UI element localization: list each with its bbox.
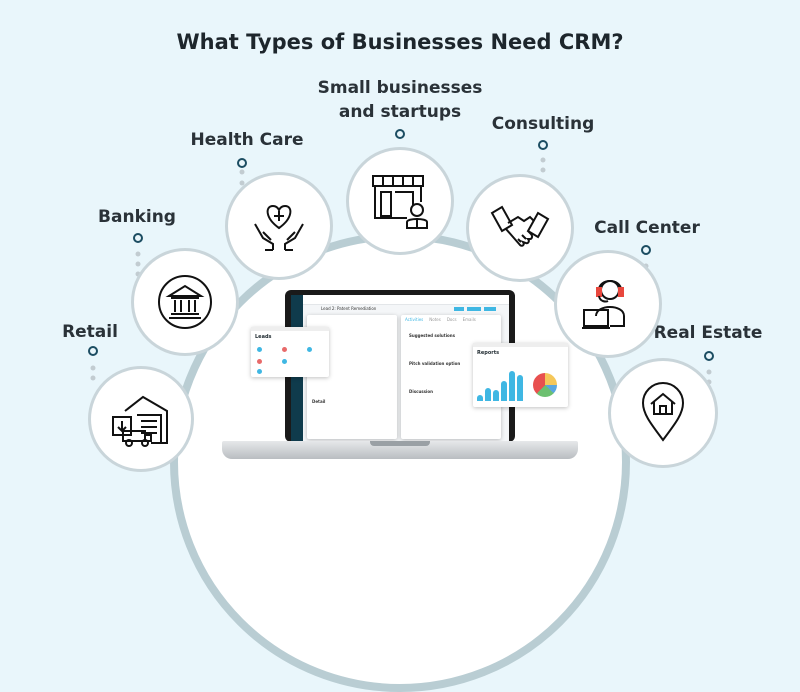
- marker-ring: [88, 346, 98, 356]
- app-topbar: [303, 295, 509, 305]
- marker-ring: [133, 233, 143, 243]
- tab[interactable]: Notes: [429, 317, 441, 322]
- activity-item: Suggested solutions: [409, 333, 456, 338]
- small-business-circle: [346, 147, 454, 255]
- reports-pie-chart: [533, 373, 557, 397]
- activity-tabs[interactable]: Activities Notes Docs Emails: [405, 317, 476, 322]
- activity-item: Pitch validation option: [409, 361, 461, 366]
- handshake-icon: [490, 205, 550, 247]
- laptop-notch: [370, 441, 430, 446]
- label-real-estate: Real Estate: [653, 323, 763, 343]
- leads-panel: Leads: [251, 327, 329, 377]
- heart-hands-icon: [254, 204, 304, 251]
- label-health-care: Health Care: [190, 130, 304, 150]
- laptop-base: [222, 441, 578, 459]
- tab[interactable]: Docs: [446, 317, 457, 322]
- page-title: What Types of Businesses Need CRM?: [176, 30, 624, 54]
- storefront-person-icon: [372, 175, 428, 229]
- reports-bar-chart: [477, 363, 523, 401]
- connector-dot: [90, 375, 96, 381]
- marker-ring: [538, 140, 548, 150]
- connector-dot: [540, 157, 546, 163]
- marker-ring: [237, 158, 247, 168]
- health-care-circle: [225, 172, 333, 280]
- reports-title: Reports: [477, 350, 500, 356]
- house-pin-icon: [641, 382, 685, 442]
- label-consulting: Consulting: [491, 114, 595, 134]
- label-line: Small businesses: [317, 78, 483, 98]
- tab[interactable]: Activities: [405, 317, 424, 322]
- label-banking: Banking: [98, 207, 176, 227]
- connector-dot: [135, 261, 141, 267]
- marker-ring: [641, 245, 651, 255]
- warehouse-truck-icon: [112, 395, 168, 447]
- reports-panel: Reports: [473, 343, 568, 407]
- real-estate-circle: [608, 358, 718, 468]
- connector-dot: [239, 180, 245, 186]
- chart-bar: [485, 388, 491, 401]
- call-center-circle: [554, 250, 662, 358]
- label-small-business: Small businesses and startups: [318, 76, 483, 124]
- connector-dot: [135, 251, 141, 257]
- bank-icon: [158, 275, 212, 329]
- chart-bar: [493, 390, 499, 401]
- leads-title: Leads: [255, 334, 272, 340]
- connector-dot: [90, 365, 96, 371]
- retail-circle: [88, 366, 194, 472]
- chart-bar: [501, 381, 507, 401]
- breadcrumb: Lead 2: Patent Remediation: [321, 306, 377, 311]
- label-call-center: Call Center: [594, 218, 700, 238]
- marker-ring: [395, 129, 405, 139]
- consulting-circle: [466, 174, 574, 282]
- tab[interactable]: Emails: [462, 317, 476, 322]
- chart-bar: [517, 375, 523, 401]
- connector-dot: [540, 167, 546, 173]
- section-title: Detail: [312, 399, 326, 404]
- marker-ring: [704, 351, 714, 361]
- headset-agent-icon: [582, 280, 625, 329]
- label-line: and startups: [338, 102, 462, 122]
- chart-bar: [477, 395, 483, 401]
- connector-dot: [706, 369, 712, 375]
- chart-bar: [509, 371, 515, 401]
- activity-item: Discussion: [409, 389, 434, 394]
- label-retail: Retail: [62, 322, 118, 342]
- banking-circle: [131, 248, 239, 356]
- connector-dot: [239, 169, 245, 175]
